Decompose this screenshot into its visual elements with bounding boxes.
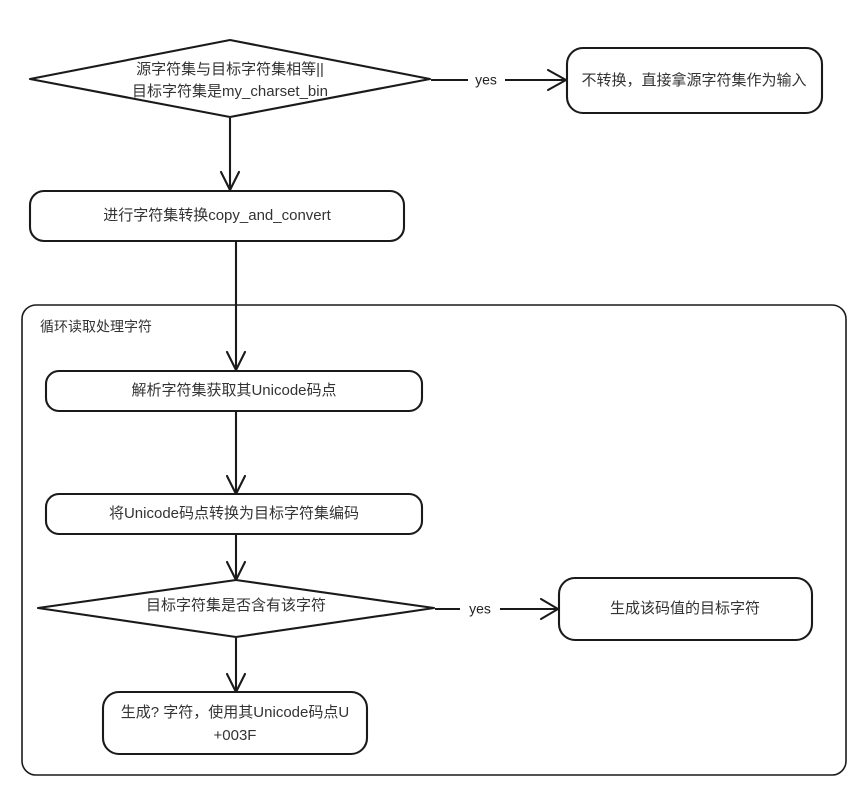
decision-has-char-shape bbox=[36, 578, 436, 639]
emit-question-char-line1: 生成? 字符，使用其Unicode码点U bbox=[121, 704, 349, 721]
node-decision-has-char[interactable]: 目标字符集是否含有该字符 bbox=[36, 578, 436, 639]
loop-group-container: 循环读取处理字符 bbox=[21, 304, 847, 776]
parse-unicode-label: 解析字符集获取其Unicode码点 bbox=[131, 382, 336, 399]
node-convert-to-target[interactable]: 将Unicode码点转换为目标字符集编码 bbox=[44, 492, 424, 536]
decision-charset-equal-line2: 目标字符集是my_charset_bin bbox=[132, 83, 328, 100]
convert-to-target-label: 将Unicode码点转换为目标字符集编码 bbox=[109, 505, 359, 522]
node-no-convert[interactable]: 不转换，直接拿源字符集作为输入 bbox=[565, 46, 824, 115]
edge-decision-to-no-convert-arrow bbox=[546, 68, 568, 92]
emit-target-char-shape bbox=[557, 576, 814, 642]
node-emit-question-char[interactable]: 生成? 字符，使用其Unicode码点U +003F bbox=[101, 690, 369, 756]
convert-to-target-shape bbox=[44, 492, 424, 536]
edge-label-yes-top: yes bbox=[475, 72, 497, 88]
loop-group-label: 循环读取处理字符 bbox=[40, 319, 152, 335]
decision-has-char-label: 目标字符集是否含有该字符 bbox=[146, 597, 326, 614]
parse-unicode-shape bbox=[44, 369, 424, 413]
decision-charset-equal-line1: 源字符集与目标字符集相等|| bbox=[136, 60, 324, 78]
node-parse-unicode[interactable]: 解析字符集获取其Unicode码点 bbox=[44, 369, 424, 413]
no-convert-label: 不转换，直接拿源字符集作为输入 bbox=[581, 71, 806, 89]
emit-question-char-line2: +003F bbox=[214, 727, 257, 744]
emit-target-char-label: 生成该码值的目标字符 bbox=[610, 600, 760, 617]
node-decision-charset-equal[interactable]: 源字符集与目标字符集相等|| 目标字符集是my_charset_bin bbox=[28, 38, 432, 119]
no-convert-shape bbox=[565, 46, 824, 115]
do-convert-label: 进行字符集转换copy_and_convert bbox=[103, 207, 331, 224]
edge-decision-to-no-convert: yes bbox=[431, 68, 568, 92]
emit-question-char-shape bbox=[101, 690, 369, 756]
node-do-convert[interactable]: 进行字符集转换copy_and_convert bbox=[28, 189, 406, 243]
node-emit-target-char[interactable]: 生成该码值的目标字符 bbox=[557, 576, 814, 642]
edge-decision-haschar-to-emit: yes bbox=[435, 597, 560, 621]
do-convert-shape bbox=[28, 189, 406, 243]
decision-charset-equal-shape bbox=[28, 38, 432, 119]
loop-group-box bbox=[21, 304, 847, 776]
edge-decision-to-do-convert bbox=[219, 118, 241, 192]
edge-label-yes-inner: yes bbox=[469, 601, 491, 617]
